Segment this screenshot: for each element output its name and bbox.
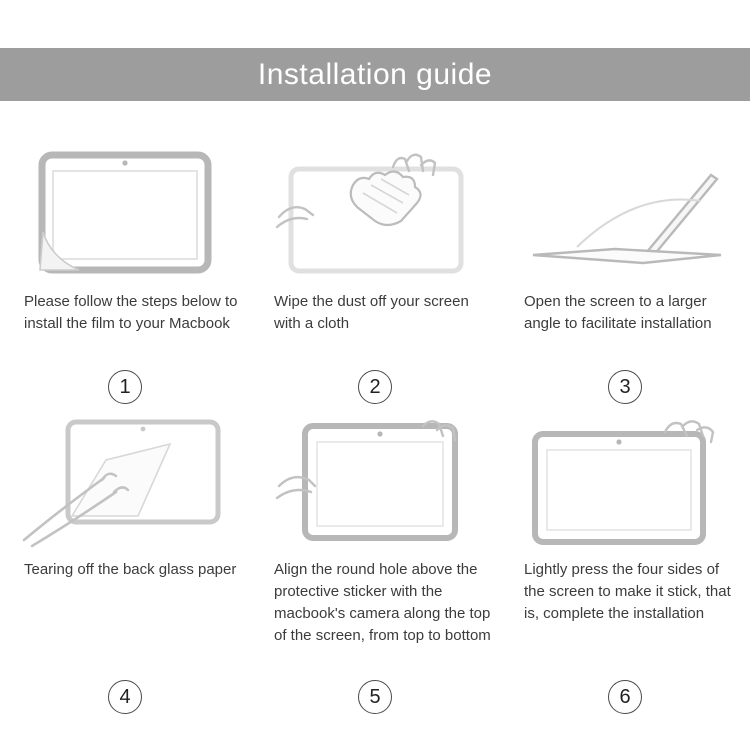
step-number-wrap: 3	[500, 361, 750, 413]
step-3: Open the screen to a larger angle to fac…	[500, 101, 750, 413]
step-number-wrap: 5	[250, 671, 500, 723]
step-number-wrap: 1	[0, 361, 250, 413]
step-caption: Please follow the steps below to install…	[24, 293, 238, 332]
step-number-badge: 5	[358, 680, 392, 714]
step-caption: Wipe the dust off your screen with a clo…	[274, 293, 469, 332]
page-title: Installation guide	[257, 57, 493, 91]
open-laptop-illustration	[500, 101, 750, 283]
steps-row-2: Tearing off the back glass paper 4 Align…	[0, 413, 750, 723]
step-4: Tearing off the back glass paper 4	[0, 413, 250, 723]
step-1: Please follow the steps below to install…	[0, 101, 250, 413]
step-number-wrap: 4	[0, 671, 250, 723]
step-number-badge: 1	[108, 370, 142, 404]
press-sides-illustration	[500, 413, 750, 551]
wipe-cloth-illustration	[250, 101, 500, 283]
step-caption: Lightly press the four sides of the scre…	[524, 561, 731, 622]
step-number-wrap: 2	[250, 361, 500, 413]
step-number-badge: 3	[608, 370, 642, 404]
align-camera-illustration	[250, 413, 500, 551]
step-caption: Open the screen to a larger angle to fac…	[524, 293, 712, 332]
steps-row-1: Please follow the steps below to install…	[0, 101, 750, 413]
step-2: Wipe the dust off your screen with a clo…	[250, 101, 500, 413]
step-number-badge: 6	[608, 680, 642, 714]
header-bar: Installation guide	[0, 48, 750, 101]
step-caption: Align the round hole above the protectiv…	[274, 561, 491, 644]
step-number-wrap: 6	[500, 671, 750, 723]
step-caption: Tearing off the back glass paper	[24, 561, 237, 578]
step-6: Lightly press the four sides of the scre…	[500, 413, 750, 723]
macbook-film-peel-illustration	[0, 101, 250, 283]
step-number-badge: 4	[108, 680, 142, 714]
step-number-badge: 2	[358, 370, 392, 404]
step-5: Align the round hole above the protectiv…	[250, 413, 500, 723]
tear-back-paper-illustration	[0, 413, 250, 551]
